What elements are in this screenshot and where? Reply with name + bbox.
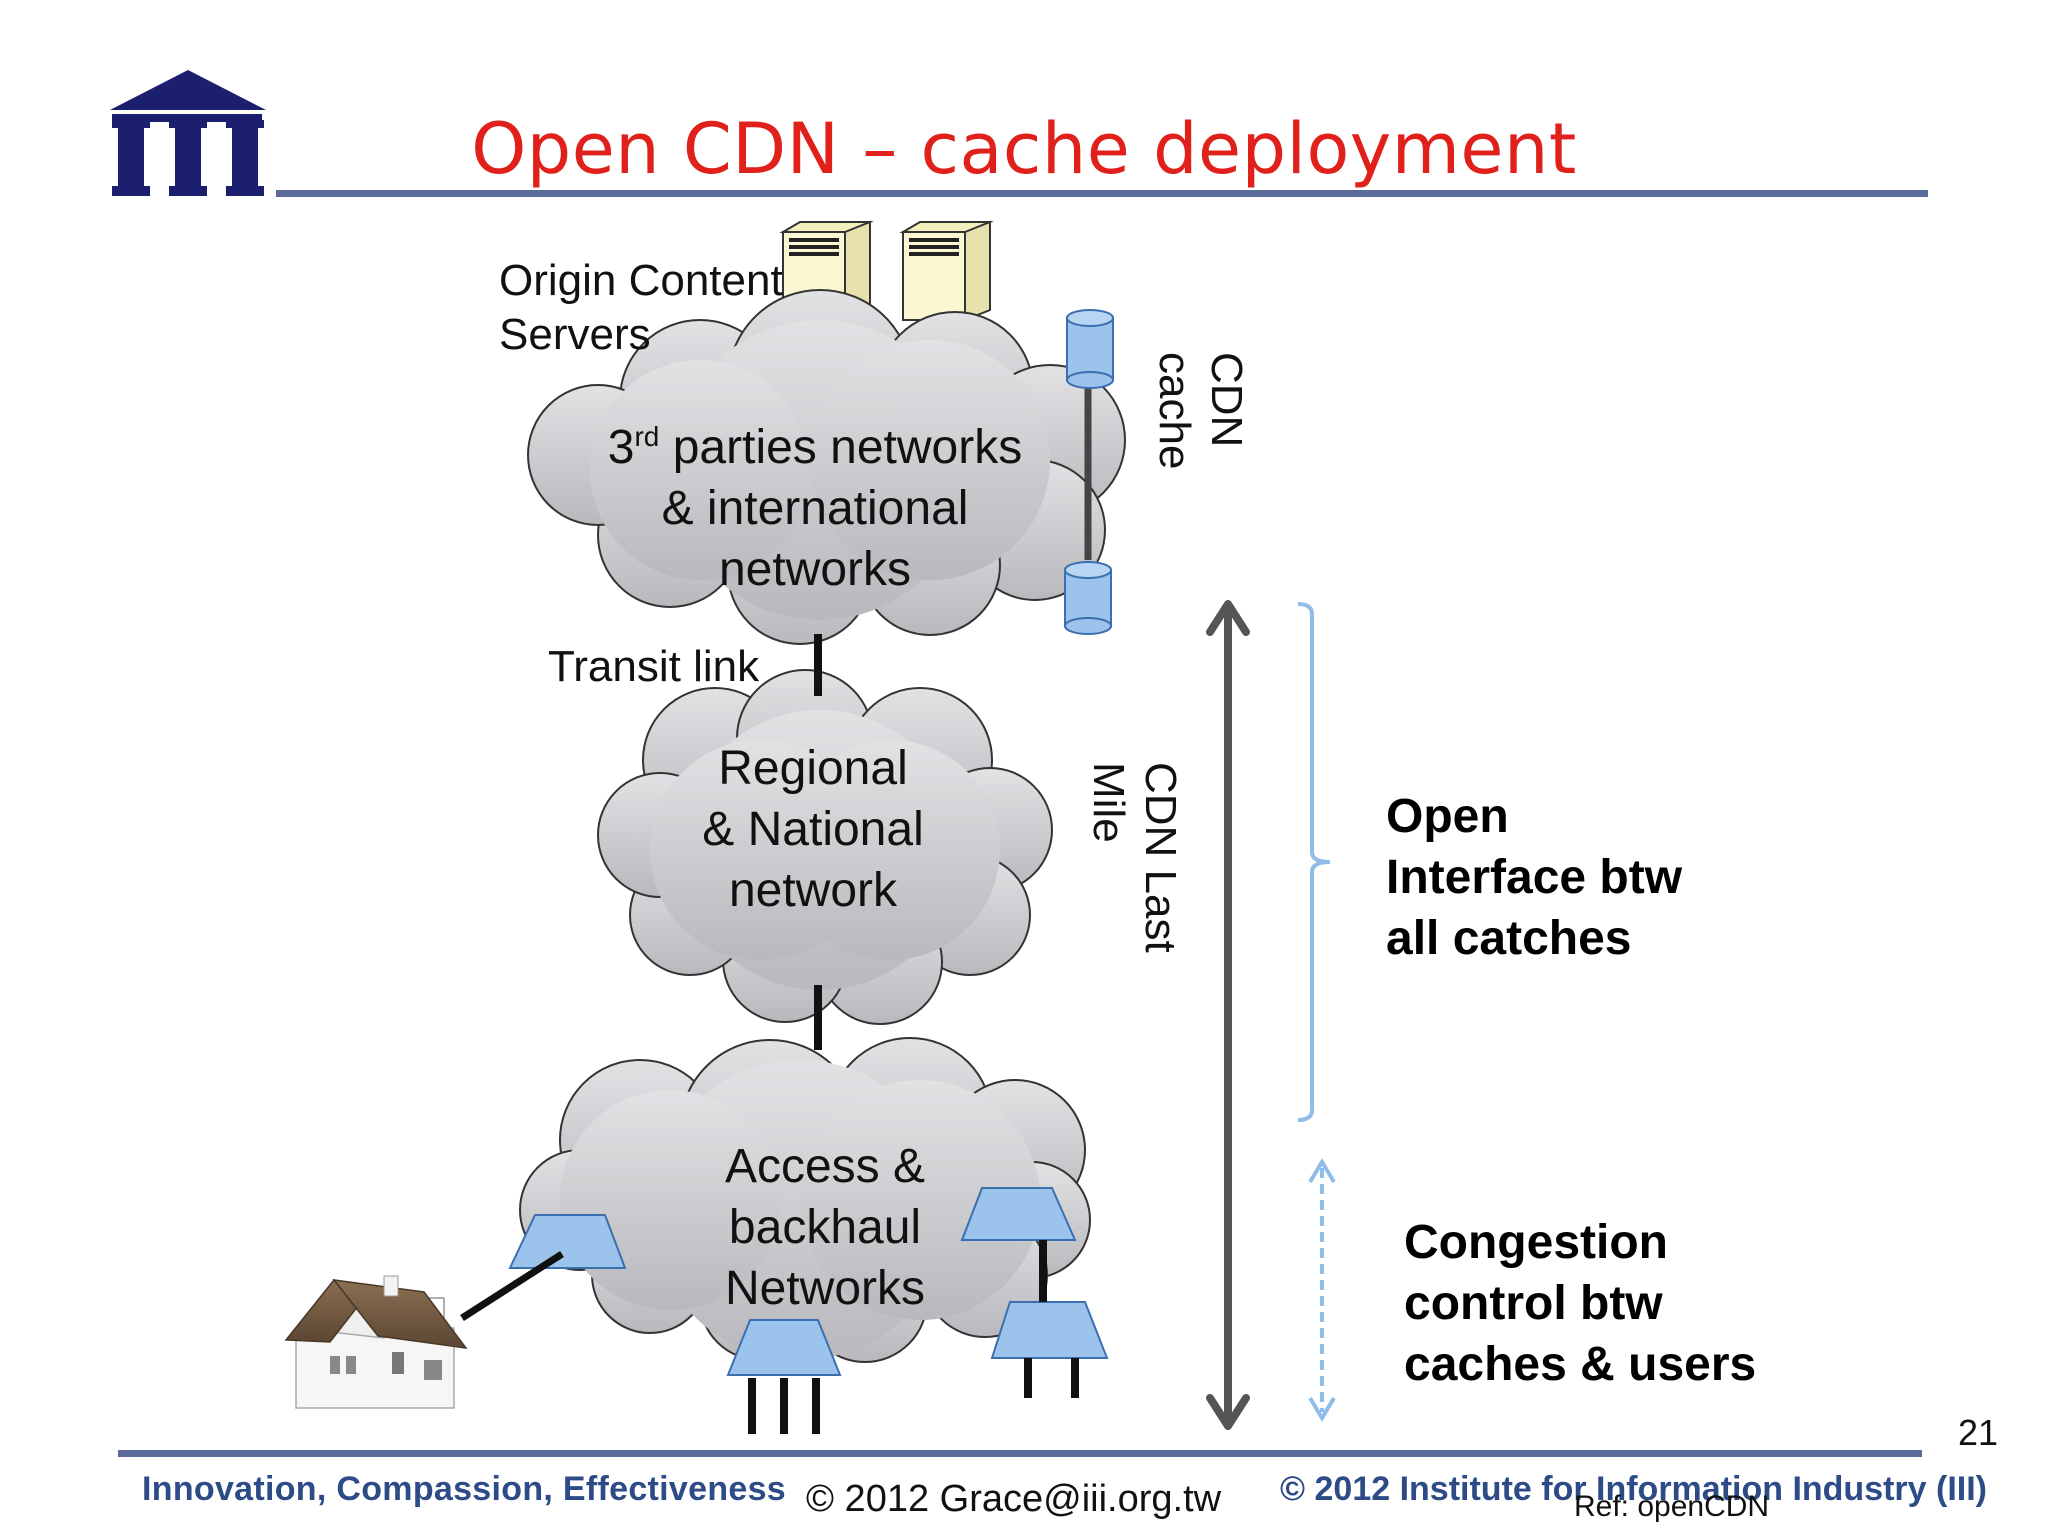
server-icon — [899, 220, 994, 322]
open-interface-line3: all catches — [1386, 912, 1632, 965]
open-interface-line2: Interface btw — [1386, 851, 1683, 904]
congestion-line2: control btw — [1404, 1277, 1663, 1330]
title-underline — [276, 190, 1928, 197]
cdn-cache-label-line1: CDN — [1202, 352, 1251, 448]
database-cylinder-icon — [1064, 561, 1112, 635]
cloud-third-party-line1: 3rd parties networks — [607, 421, 1023, 474]
slide-title: Open CDN – cache deployment — [471, 108, 1577, 190]
transit-link-label: Transit link — [548, 642, 760, 691]
cloud-regional-line3: network — [728, 864, 898, 917]
origin-servers-label-line1: Origin Content — [499, 256, 783, 305]
cloud-regional-label: Regional & National network — [613, 738, 1013, 921]
router-trapezoid-icon — [508, 1214, 627, 1269]
cdn-last-mile-label-line2: Mile — [1084, 762, 1133, 843]
router-trapezoid-icon — [726, 1319, 842, 1376]
footer-copyright: © 2012 Grace@iii.org.tw — [806, 1478, 1222, 1520]
cloud-access-line1: Access & — [724, 1140, 926, 1193]
congestion-control-callout: Congestion control btw caches & users — [1404, 1212, 1756, 1395]
footer-rule — [118, 1450, 1922, 1457]
router-trapezoid-icon — [990, 1301, 1109, 1359]
congestion-line1: Congestion — [1404, 1216, 1668, 1269]
cloud-regional-network — [597, 669, 1053, 1025]
footer-slogan: Innovation, Compassion, Effectiveness — [142, 1470, 787, 1508]
origin-servers-label-line2: Servers — [499, 310, 651, 359]
cloud-access-line2: backhaul — [728, 1201, 922, 1254]
cdn-cache-label: CDN cache — [1148, 352, 1252, 469]
database-cylinder-icon — [1066, 309, 1114, 389]
cloud-third-party-line3: networks — [718, 543, 912, 596]
cloud-access-line3: Networks — [724, 1262, 926, 1315]
open-interface-callout: Open Interface btw all catches — [1386, 786, 1682, 969]
cdn-last-mile-label: CDN Last Mile — [1082, 762, 1186, 953]
footer-reference: Ref: openCDN — [1574, 1490, 1770, 1523]
open-interface-bracket — [1297, 602, 1331, 1122]
congestion-control-arrow — [1308, 1158, 1336, 1422]
cloud-third-party-networks — [527, 289, 1126, 645]
cdn-cache-label-line2: cache — [1150, 352, 1199, 470]
congestion-line3: caches & users — [1404, 1338, 1757, 1391]
cloud-regional-line2: & National — [702, 803, 924, 856]
institute-building-icon — [110, 70, 266, 196]
page-number: 21 — [1958, 1412, 1999, 1453]
house-icon — [284, 1275, 468, 1409]
cdn-last-mile-arrow — [1206, 600, 1250, 1430]
cloud-third-party-label: 3rd parties networks & international net… — [560, 406, 1070, 600]
cloud-access-label: Access & backhaul Networks — [620, 1136, 1030, 1319]
cloud-third-party-line2: & international — [661, 482, 969, 535]
footer-institute: © 2012 Institute for Information Industr… — [1280, 1470, 1987, 1508]
cloud-regional-line1: Regional — [718, 742, 908, 795]
house-link-line — [460, 1251, 564, 1321]
cdn-last-mile-label-line1: CDN Last — [1136, 762, 1185, 953]
open-interface-line1: Open — [1386, 790, 1509, 843]
origin-servers-label: Origin Content Servers — [499, 254, 783, 362]
router-trapezoid-icon — [960, 1187, 1077, 1241]
